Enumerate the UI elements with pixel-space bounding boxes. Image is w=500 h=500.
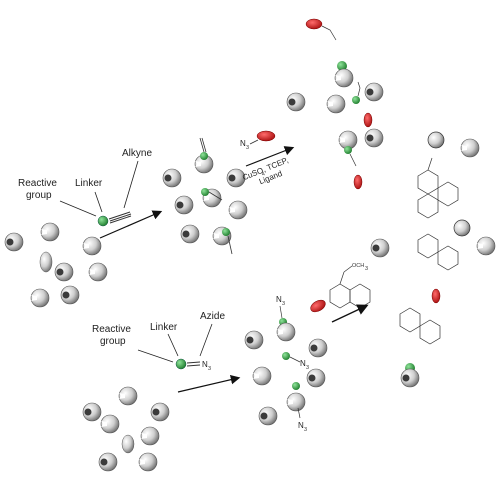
- azide-sub-1: 3: [282, 301, 285, 307]
- azide-sub-3: 3: [304, 427, 307, 433]
- click-conditions: CuSO 4 , TCEP, Ligand: [241, 156, 290, 187]
- alkyne-labeled-proteins: [162, 137, 248, 255]
- arrow-click-reaction: [245, 146, 295, 167]
- pointer-reactive-top: [59, 200, 97, 217]
- reagent-n-label: N: [240, 139, 246, 148]
- label-linker-bottom: Linker: [150, 322, 178, 333]
- product-protein-1: [460, 138, 480, 158]
- pointer-reactive-bottom: [137, 349, 174, 363]
- protein-mixture-top: [4, 222, 108, 308]
- azide-tag-reagent: N 3: [240, 130, 276, 151]
- label-azide-bottom: Azide: [200, 311, 225, 322]
- pointer-alkyne-top: [123, 160, 139, 209]
- label-alkyne-top: Alkyne: [122, 148, 152, 159]
- condition-cuso-sub: 4: [261, 171, 266, 178]
- azide-labeled-proteins: N 3 N 3 N 3: [244, 295, 328, 433]
- product-protein-4: [400, 368, 420, 388]
- label-linker-top: Linker: [75, 178, 103, 189]
- probe-azide-n: N: [202, 360, 208, 369]
- top-panel: Reactive group Linker Alkyne: [4, 18, 496, 388]
- bottom-panel: Reactive group Linker Azide N 3 N 3: [82, 263, 371, 472]
- probe-green-bead-bottom: [175, 358, 187, 370]
- ester-label: OCH: [352, 263, 364, 269]
- arrow-labeling-top: [99, 210, 163, 239]
- reagent-n-subscript: 3: [246, 145, 249, 151]
- product-protein-2: [476, 236, 496, 256]
- triazole-products: [286, 18, 384, 190]
- reporter-tag-icon: [256, 130, 276, 142]
- pointer-linker-top: [94, 191, 103, 213]
- label-reactive-group-top-2: group: [26, 190, 52, 201]
- label-reactive-group-bottom-2: group: [100, 336, 126, 347]
- azide-sub-2: 3: [306, 365, 309, 371]
- protein-mixture-bottom: [82, 386, 170, 472]
- label-reactive-group-bottom-1: Reactive: [92, 324, 131, 335]
- label-reactive-group-top-1: Reactive: [18, 178, 57, 189]
- azide-n-2: N: [300, 359, 306, 368]
- probe-azide-sub: 3: [208, 366, 211, 372]
- arrow-labeling-bottom: [177, 374, 241, 393]
- pointer-azide-bottom: [199, 323, 213, 357]
- probe-green-bead-top: [97, 215, 109, 227]
- labeled-product-structures: [399, 131, 471, 373]
- ester-subscript: 3: [365, 266, 368, 272]
- arrow-spaac-reaction: [331, 304, 369, 323]
- pointer-linker-bottom: [167, 333, 179, 357]
- azide-n-3: N: [298, 421, 304, 430]
- azide-n-1: N: [276, 295, 282, 304]
- cyclooctyne-reagent: [310, 265, 371, 313]
- product-protein-3: [370, 238, 390, 258]
- product-tag: [431, 288, 441, 304]
